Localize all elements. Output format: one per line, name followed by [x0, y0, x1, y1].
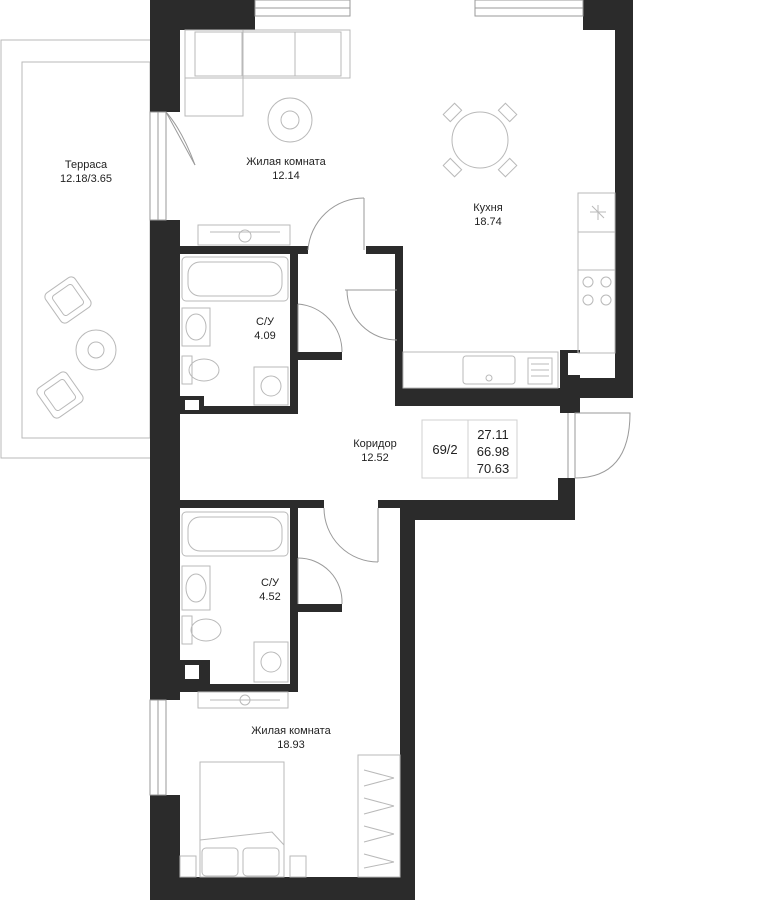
walls [150, 0, 633, 900]
living2-furniture [179, 694, 401, 878]
living1-area-value: 12.14 [272, 170, 300, 182]
bath1-name: С/У [256, 316, 275, 328]
bath2-fixtures [181, 511, 289, 683]
apartment-area-total: 66.98 [477, 444, 510, 459]
bath2-name: С/У [261, 577, 280, 589]
kitchen-name: Кухня [473, 202, 502, 214]
living2-name: Жилая комната [251, 725, 331, 737]
doors [165, 111, 631, 605]
kitchen-area-value: 18.74 [474, 216, 502, 228]
bath1-area-value: 4.09 [254, 330, 275, 342]
corridor-name: Коридор [353, 438, 396, 450]
corridor-area-value: 12.52 [361, 452, 389, 464]
apartment-number: 69/2 [432, 442, 457, 457]
bath2-area-value: 4.52 [259, 591, 280, 603]
apartment-area-living: 27.11 [477, 427, 509, 442]
kitchen-furniture [402, 102, 616, 389]
living1-furniture [184, 29, 351, 243]
terrace-area-value: 12.18/3.65 [60, 173, 112, 185]
windows [149, 0, 584, 796]
terrace-name: Терраса [65, 159, 108, 171]
living1-name: Жилая комната [246, 156, 326, 168]
apartment-area-with-terrace: 70.63 [477, 461, 510, 476]
apartment-info [421, 419, 518, 479]
bath1-fixtures [181, 256, 289, 406]
living2-area-value: 18.93 [277, 739, 305, 751]
terrace-furniture [36, 276, 117, 419]
